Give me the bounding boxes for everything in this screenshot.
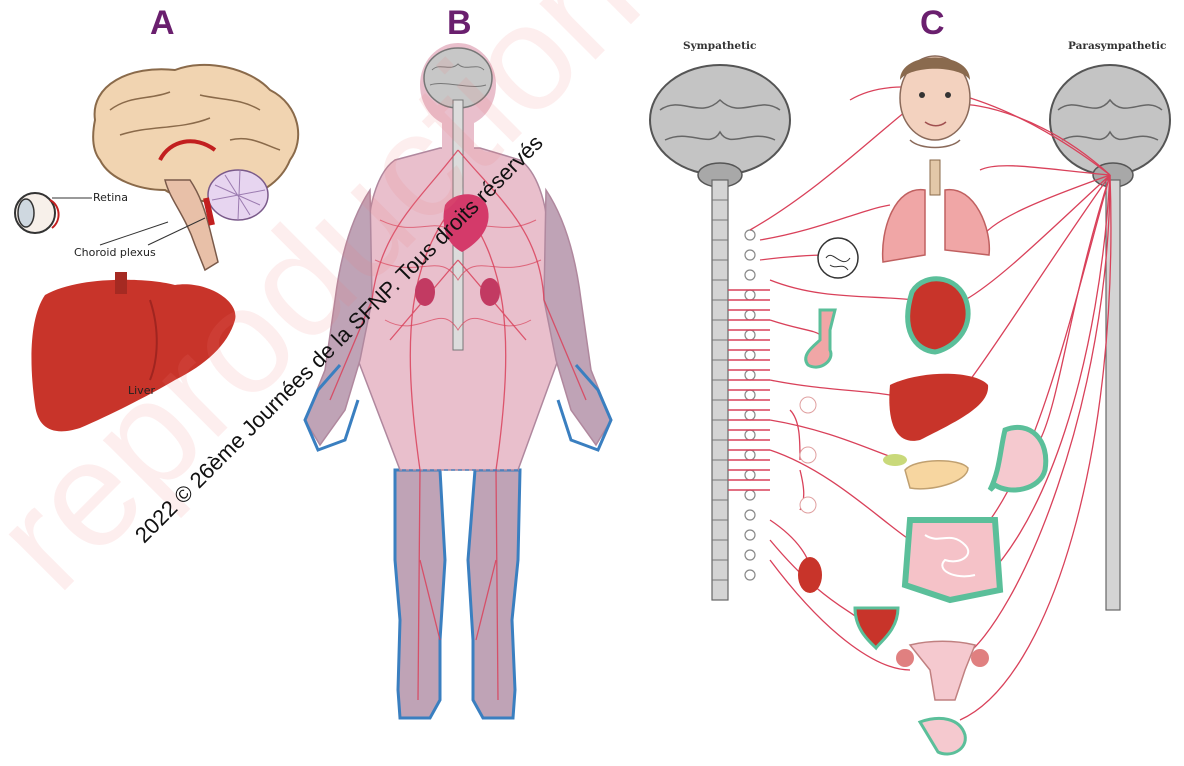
intestines bbox=[905, 520, 1000, 600]
stomach bbox=[990, 427, 1046, 490]
eye-detail bbox=[818, 238, 858, 278]
panel-label-a: A bbox=[150, 4, 175, 43]
bladder bbox=[855, 608, 898, 648]
liver-label: Liver bbox=[128, 384, 155, 397]
face bbox=[900, 56, 970, 148]
pancreas bbox=[883, 454, 968, 489]
genitalia bbox=[920, 718, 965, 754]
panel-a-brain bbox=[93, 65, 298, 270]
choroid-leader-line bbox=[100, 222, 168, 245]
panel-label-b: B bbox=[447, 4, 472, 43]
heart bbox=[908, 279, 968, 352]
lungs bbox=[883, 160, 990, 262]
retina-label: Retina bbox=[93, 191, 128, 204]
sympathetic-label: Sympathetic bbox=[683, 40, 756, 52]
liver bbox=[889, 374, 988, 441]
choroid-plexus-label: Choroid plexus bbox=[74, 246, 156, 259]
sympathetic-chain bbox=[650, 65, 790, 600]
parasympathetic-label: Parasympathetic bbox=[1068, 40, 1166, 52]
panel-a-eye bbox=[15, 193, 92, 233]
panel-a-liver bbox=[31, 272, 235, 431]
panel-b-body bbox=[305, 43, 611, 718]
panel-label-c: C bbox=[920, 4, 945, 43]
salivary-gland bbox=[806, 310, 835, 367]
